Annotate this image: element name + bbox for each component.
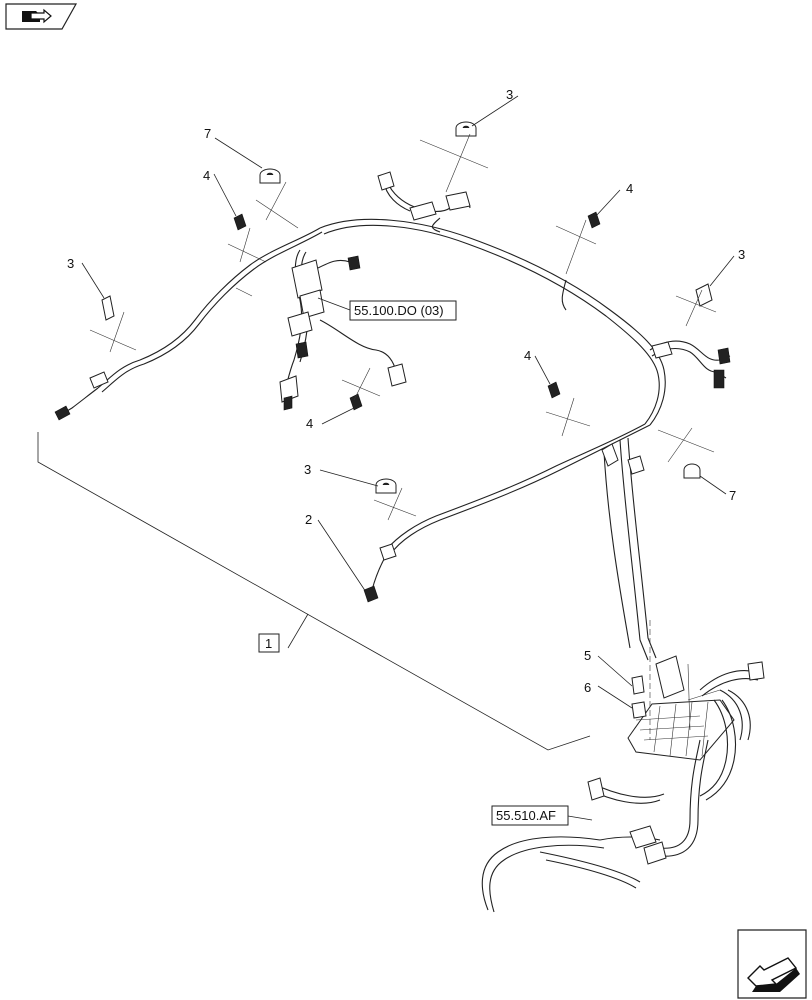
callout-labels: 7 3 4 3 4 3 4 4 3 7 2 5 6 [67,87,745,695]
part-7-grommet-right [683,463,701,479]
part-4-clips [233,211,601,411]
callout-2: 2 [305,512,312,527]
ref-label-55-100-do: 55.100.DO (03) [354,303,444,318]
callout-4-top-right: 4 [626,181,633,196]
part-3-grommet-mid [375,478,397,494]
callout-7-right: 7 [729,488,736,503]
callout-1: 1 [265,636,272,651]
part-3-grommet-top [455,121,477,137]
callout-3-right: 3 [738,247,745,262]
ref-link-55-510-af[interactable]: 55.510.AF [491,805,569,826]
top-left-nav-button[interactable] [5,3,78,30]
ref-label-55-510-af: 55.510.AF [496,808,556,823]
bottom-right-nav-button[interactable] [737,929,807,999]
leader-lines [81,95,735,821]
part-7-grommet-top [259,168,281,184]
ref-link-55-100-do[interactable]: 55.100.DO (03) [349,300,457,321]
arrow-left-down-icon [747,957,800,992]
callout-1-box: 1 [258,633,280,653]
callout-5: 5 [584,648,591,663]
callout-6: 6 [584,680,591,695]
callout-3-top: 3 [506,87,513,102]
callout-4-center-bottom: 4 [306,416,313,431]
part-3-grommet-left [101,295,115,321]
callout-3-middle: 3 [304,462,311,477]
callout-4-top-left: 4 [203,168,210,183]
callout-3-left: 3 [67,256,74,271]
callout-7-top: 7 [204,126,211,141]
main-harness [54,171,731,661]
callout-4-center-right: 4 [524,348,531,363]
book-arrow-icon [22,8,52,24]
item-1-bracket [37,432,591,751]
lower-control-box [481,620,765,913]
part-3-grommet-right [695,283,713,307]
